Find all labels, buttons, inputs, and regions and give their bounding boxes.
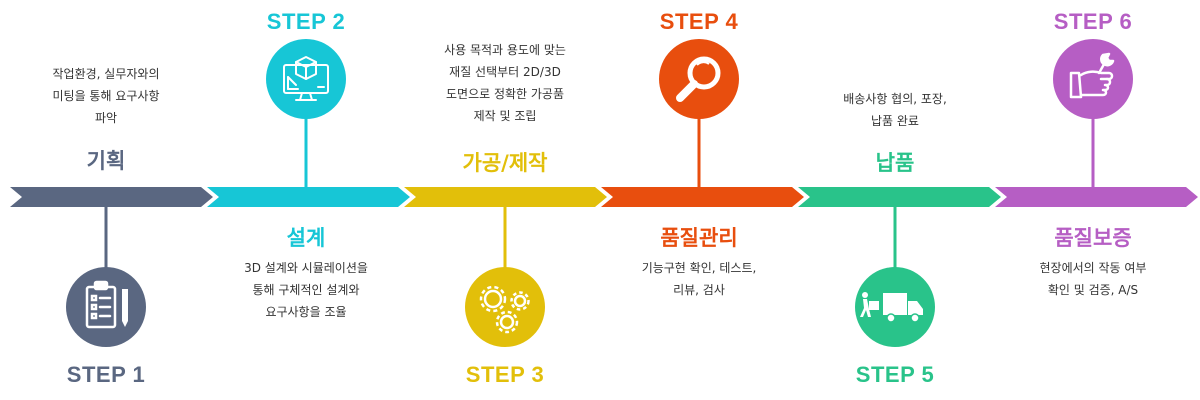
timeline-arrow-segment-6	[995, 187, 1198, 207]
wrench-hand-icon	[1069, 52, 1115, 99]
delivery-truck-icon	[860, 292, 923, 323]
step-6-description: 현장에서의 작동 여부 확인 및 검증, A/S	[993, 257, 1193, 301]
timeline-arrow-segment-1	[10, 187, 213, 207]
step-1-description-line-3: 파악	[94, 111, 118, 125]
step-2-title: 설계	[286, 226, 326, 250]
step-1-description-line-1: 작업환경, 실무자와의	[52, 67, 160, 81]
step-1-icon-circle	[66, 267, 146, 347]
step-3-description-line-1: 사용 목적과 용도에 맞는	[444, 43, 566, 57]
step-3-icon-circle	[465, 267, 545, 347]
step-3-description-line-4: 제작 및 조립	[473, 109, 537, 123]
step-6-label: STEP 6	[1053, 9, 1133, 34]
step-6-description-line-1: 현장에서의 작동 여부	[1039, 261, 1147, 275]
magnifier-icon	[676, 56, 721, 102]
step-6-icon-circle	[1053, 39, 1133, 119]
step-4-label: STEP 4	[659, 9, 739, 34]
step-1-label: STEP 1	[66, 362, 146, 387]
step-4-description: 기능구현 확인, 테스트, 리뷰, 검사	[599, 257, 799, 301]
step-3-title: 가공/제작	[462, 151, 548, 175]
step-2-description: 3D 설계와 시뮬레이션을 통해 구체적인 설계와 요구사항을 조율	[206, 257, 406, 323]
step-5-icon-circle	[855, 267, 935, 347]
step-1-description: 작업환경, 실무자와의 미팅을 통해 요구사항 파악	[6, 63, 206, 129]
step-3-description-line-2: 재질 선택부터 2D/3D	[449, 65, 561, 79]
step-5-description: 배송사항 협의, 포장, 납품 완료	[795, 88, 995, 132]
step-5-title: 납품	[875, 151, 915, 175]
3d-design-monitor-icon	[283, 56, 329, 101]
step-3-description-line-3: 도면으로 정확한 가공품	[445, 87, 565, 101]
timeline-arrow-segment-3	[404, 187, 607, 207]
step-1-title: 기획	[86, 149, 126, 173]
step-2-description-line-3: 요구사항을 조율	[265, 305, 347, 319]
timeline-arrow-segment-5	[798, 187, 1001, 207]
step-5-label: STEP 5	[855, 362, 935, 387]
step-4-description-line-2: 리뷰, 검사	[673, 283, 725, 297]
step-4-icon-circle	[659, 39, 739, 119]
step-4-title: 품질관리	[660, 226, 738, 250]
step-2-label: STEP 2	[266, 9, 346, 34]
step-6-title: 품질보증	[1054, 226, 1132, 250]
step-3-description: 사용 목적과 용도에 맞는 재질 선택부터 2D/3D 도면으로 정확한 가공품…	[405, 39, 605, 127]
step-5-description-line-1: 배송사항 협의, 포장,	[843, 92, 947, 106]
timeline-connectors	[104, 118, 1095, 268]
timeline-arrow-segment-4	[601, 187, 804, 207]
step-2-description-line-1: 3D 설계와 시뮬레이션을	[244, 261, 368, 275]
step-2-icon-circle	[266, 39, 346, 119]
step-4-description-line-1: 기능구현 확인, 테스트,	[641, 261, 757, 275]
clipboard-checklist-icon	[85, 280, 128, 329]
step-3-label: STEP 3	[465, 362, 545, 387]
timeline-arrows	[10, 187, 1198, 207]
gears-icon	[479, 285, 530, 334]
step-5-description-line-2: 납품 완료	[871, 114, 919, 128]
step-2-description-line-2: 통해 구체적인 설계와	[252, 283, 360, 297]
step-6-description-line-2: 확인 및 검증, A/S	[1047, 283, 1139, 297]
timeline-arrow-segment-2	[207, 187, 410, 207]
step-1-description-line-2: 미팅을 통해 요구사항	[52, 89, 160, 103]
